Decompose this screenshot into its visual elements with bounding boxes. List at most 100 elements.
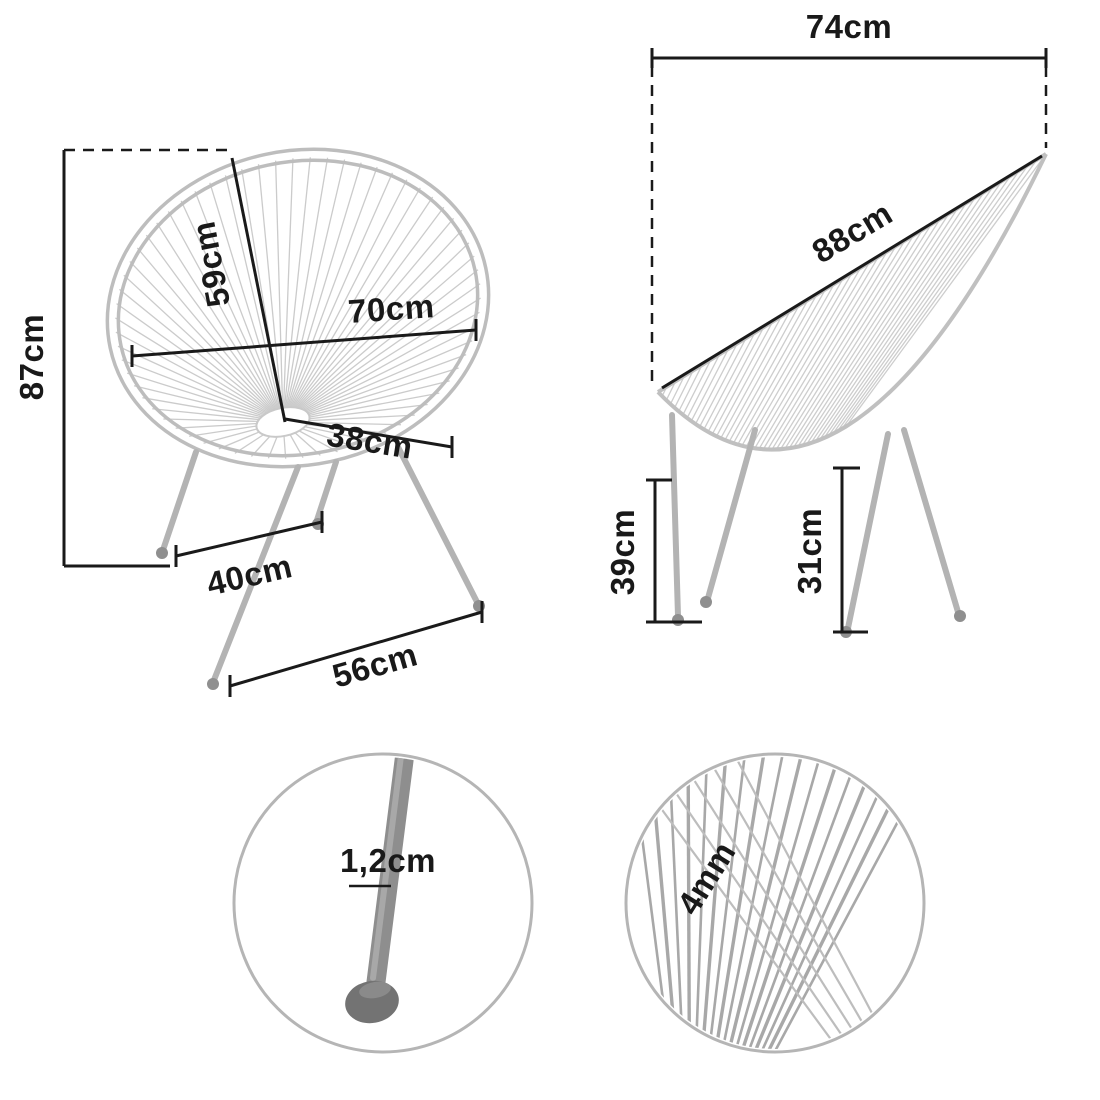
dim-line-base-depth — [229, 610, 483, 688]
string-line — [758, 261, 871, 450]
string-line — [741, 283, 835, 447]
string-line — [797, 213, 950, 448]
dim-label-backrest: 59cm — [184, 218, 237, 310]
string-line — [682, 359, 712, 416]
string-line — [136, 247, 284, 423]
leg-tube-group — [345, 757, 416, 1024]
dim-label-front-height: 87cm — [13, 314, 50, 400]
string-line — [792, 218, 941, 448]
string-line — [832, 169, 1021, 435]
string-line — [827, 175, 1012, 437]
string-line — [282, 166, 378, 423]
string-line — [282, 157, 311, 423]
string-line — [685, 757, 921, 1049]
string-line — [282, 380, 450, 423]
detail-string-thickness: 4mm — [624, 752, 926, 1054]
leg-tube-highlight — [370, 757, 405, 981]
side-chair-foot — [672, 614, 684, 626]
front-chair-leg — [395, 444, 480, 605]
front-chair-hub — [255, 406, 311, 438]
dim-line-seat-diagonal — [661, 154, 1043, 390]
string-line — [801, 207, 959, 446]
string-line — [180, 200, 284, 423]
string-line — [282, 283, 481, 423]
string-line — [767, 251, 888, 450]
string-line — [282, 354, 467, 423]
string-line — [117, 345, 284, 423]
dim-label-top-width: 74cm — [806, 8, 892, 45]
side-chair-bottom-edge — [656, 153, 1048, 452]
side-chair-leg — [705, 427, 758, 601]
front-chair-rim-inner — [116, 158, 480, 458]
dim-label-front-height: 39cm — [604, 509, 641, 595]
string-line — [688, 757, 770, 1049]
string-line — [737, 288, 827, 445]
side-chair-foot — [954, 610, 966, 622]
string-line — [224, 175, 284, 423]
string-line — [167, 211, 284, 423]
string-line — [720, 310, 791, 439]
side-chair-leg — [845, 431, 891, 631]
leg-foot-cap-highlight — [359, 981, 391, 999]
string-line — [678, 364, 703, 412]
string-line — [629, 757, 921, 1049]
string-line — [724, 305, 800, 441]
side-view-chair — [656, 152, 1048, 638]
string-line — [688, 757, 910, 1049]
string-line — [282, 255, 475, 423]
string-line — [788, 223, 932, 449]
side-chair-leg — [901, 427, 961, 615]
string-line — [711, 321, 774, 435]
string-line — [282, 158, 294, 423]
string-line — [282, 297, 481, 423]
leg-tube — [366, 757, 416, 992]
string-line — [282, 172, 394, 423]
string-line — [690, 348, 730, 422]
string-line — [282, 242, 470, 423]
string-line — [823, 180, 1003, 439]
string-line — [688, 757, 830, 1049]
string-line — [282, 326, 477, 423]
string-line — [133, 385, 284, 423]
string-line — [209, 182, 284, 423]
string-line — [115, 317, 284, 423]
front-chair-leg — [160, 449, 199, 553]
string-line — [282, 159, 346, 423]
string-line — [116, 303, 284, 423]
side-chair-leg — [669, 412, 681, 619]
side-view-dimensions: 74cm 88cm 39cm 31cm — [604, 8, 1048, 634]
string-line — [699, 337, 747, 428]
dim-label-leg-diameter: 1,2cm — [340, 842, 436, 879]
string-line — [669, 375, 686, 405]
front-chair-leg — [314, 459, 339, 523]
front-view-chair — [105, 147, 491, 690]
dim-label-seat-height: 31cm — [791, 508, 828, 594]
string-line — [145, 234, 284, 423]
string-line — [688, 757, 810, 1049]
string-line — [129, 260, 284, 423]
string-line — [282, 179, 408, 423]
string-line — [282, 206, 445, 423]
string-line — [688, 757, 890, 1049]
front-chair-rim-outer — [105, 147, 491, 469]
front-chair-foot — [207, 678, 219, 690]
string-line — [732, 294, 818, 444]
string-line — [282, 162, 362, 423]
dim-line-seat-width — [131, 328, 477, 358]
string-line — [814, 191, 985, 442]
string-line — [754, 267, 862, 449]
string-line — [810, 196, 976, 444]
string-line — [655, 757, 921, 1049]
string-line — [694, 343, 738, 425]
string-line — [707, 326, 765, 433]
string-line — [115, 331, 284, 423]
dim-label-seat-diagonal: 88cm — [806, 194, 899, 270]
string-line — [771, 245, 897, 450]
string-line — [762, 256, 880, 450]
front-chair-foot — [156, 547, 168, 559]
string-line — [780, 234, 915, 450]
side-chair-strings — [661, 153, 1047, 450]
dim-line-leg-span — [175, 520, 323, 558]
